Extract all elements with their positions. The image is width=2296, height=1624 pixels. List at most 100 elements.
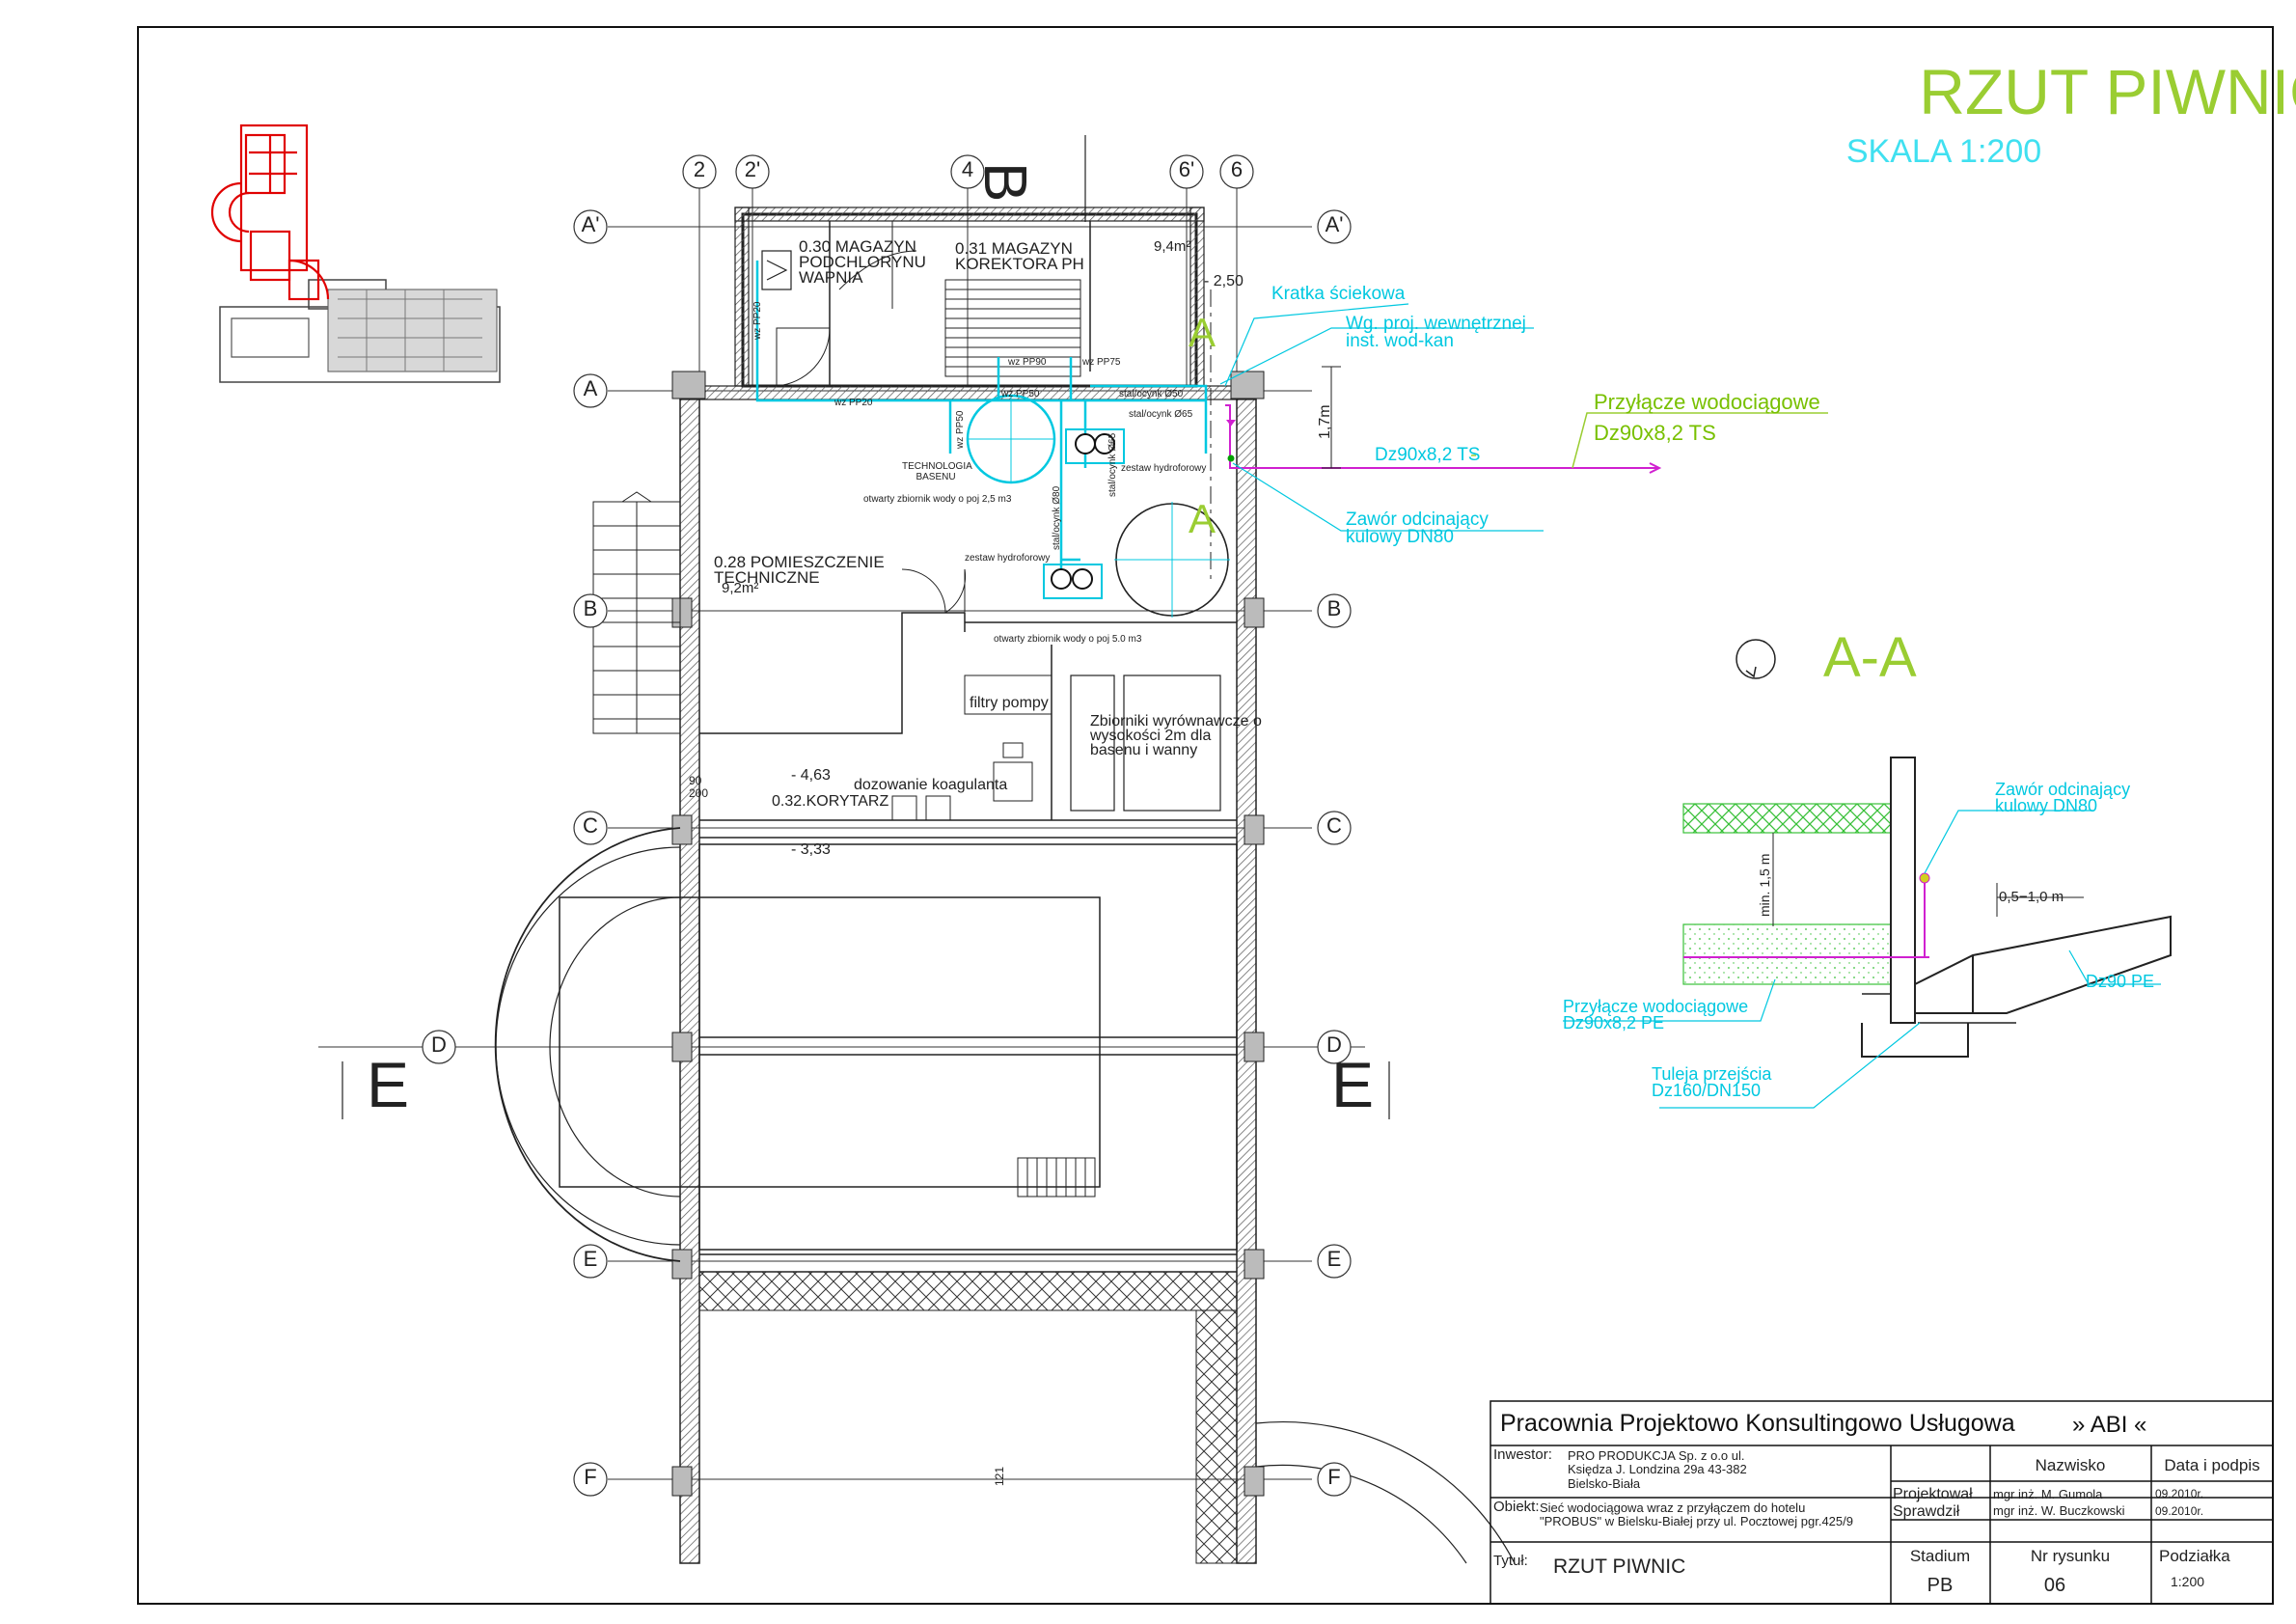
door-dim-200: 200 bbox=[689, 786, 709, 800]
tb-sprawdzil-name: mgr inż. W. Buczkowski bbox=[1993, 1503, 2125, 1518]
axis-label-6: 6 bbox=[1230, 157, 1244, 181]
row-label-b: B bbox=[583, 596, 598, 620]
row-label-c: C bbox=[583, 813, 598, 838]
label-zbiornik-50: otwarty zbiornik wody o poj 5.0 m3 bbox=[994, 634, 1142, 645]
label-technologia-basenu: TECHNOLOGIA BASENU bbox=[902, 461, 972, 482]
label-zbiorniki: Zbiorniki wyrównawcze o wysokości 2m dla… bbox=[1090, 713, 1262, 759]
tb-tytul-label: Tytuł: bbox=[1493, 1553, 1528, 1569]
row-label-right-d: D bbox=[1326, 1032, 1342, 1057]
row-label-right-f: F bbox=[1327, 1465, 1341, 1489]
pipe-stal-50: stal/ocynk Ø50 bbox=[1119, 389, 1184, 399]
tb-projektowal-date: 09.2010r. bbox=[2155, 1487, 2204, 1500]
water-piping bbox=[755, 261, 1230, 618]
axis-label-4: 4 bbox=[961, 157, 974, 181]
pipe-stal-65-horizontal: stal/ocynk Ø65 bbox=[1129, 409, 1193, 420]
axis-label-6p: 6' bbox=[1178, 157, 1195, 181]
sheet-frame bbox=[137, 26, 2274, 1605]
tb-stadium-label: Stadium bbox=[1909, 1547, 1971, 1565]
callout-kratka: Kratka ściekowa bbox=[1271, 284, 1406, 304]
room-030: 0.30 MAGAZYN PODCHLORYNU WAPNIA bbox=[799, 237, 926, 288]
drawing-scale: SKALA 1:200 bbox=[1846, 133, 2041, 170]
row-label-f: F bbox=[584, 1465, 597, 1489]
room-028-name: 0.28 POMIESZCZENIE TECHNICZNE bbox=[714, 553, 885, 588]
section-callout-przylacze: Przyłącze wodociągowe Dz90x8,2 PE bbox=[1563, 997, 1749, 1033]
label-zbiornik-25: otwarty zbiornik wody o poj 2,5 m3 bbox=[863, 494, 1012, 505]
tb-nr: 06 bbox=[2043, 1575, 2066, 1596]
label-zestaw-1: zestaw hydroforowy bbox=[1121, 463, 1207, 474]
pipe-wz-pp75: wz PP75 bbox=[1082, 357, 1121, 368]
row-label-right-c: C bbox=[1326, 813, 1342, 838]
tb-stadium: PB bbox=[1927, 1575, 1954, 1596]
dim-17m: 1,7m bbox=[1317, 404, 1333, 439]
axis-bubbles bbox=[422, 154, 1352, 1497]
room-028-area: 9,2m² bbox=[722, 580, 759, 596]
drawing-title: RZUT PIWNIC bbox=[1919, 56, 2296, 127]
row-label-right-b: B bbox=[1326, 596, 1342, 620]
tb-nr-label: Nr rysunku bbox=[2030, 1547, 2111, 1565]
row-label-a: A bbox=[583, 376, 598, 400]
tb-podzialka: 1:200 bbox=[2171, 1574, 2205, 1589]
section-callout-dz90pe: Dz90 PE bbox=[2086, 972, 2155, 991]
section-aa bbox=[1563, 639, 2172, 1109]
pipe-wz-pp50-horizontal: wz PP50 bbox=[1001, 389, 1040, 399]
door-dim-90: 90 bbox=[689, 774, 702, 787]
tb-projektowal-name: mgr inż. M. Gumola bbox=[1993, 1487, 2103, 1501]
pump-sets bbox=[1043, 428, 1125, 599]
axis-label-2: 2 bbox=[693, 157, 706, 181]
section-marker-b: B bbox=[971, 162, 1038, 203]
pipe-wz-pp20-horizontal: wz PP20 bbox=[834, 398, 873, 408]
row-label-right-e: E bbox=[1326, 1247, 1342, 1271]
room-031-level: - 2,50 bbox=[1204, 273, 1244, 289]
section-marker-e-left: E bbox=[367, 1049, 410, 1120]
label-zestaw-2: zestaw hydroforowy bbox=[965, 553, 1051, 564]
section-cut-a-bottom: A bbox=[1189, 496, 1216, 541]
tb-tytul: RZUT PIWNIC bbox=[1553, 1555, 1686, 1578]
callout-wg-proj: Wg. proj. wewnętrznej inst. wod-kan bbox=[1346, 314, 1526, 352]
callout-przylacze: Przyłącze wodociągowe bbox=[1594, 390, 1820, 414]
tb-sprawdzil: Sprawdził bbox=[1893, 1503, 1960, 1520]
pipe-stal-80: stal/ocynk Ø80 bbox=[1052, 485, 1062, 550]
tb-brand: » ABI « bbox=[2072, 1412, 2147, 1438]
tb-obiekt-label: Obiekt: bbox=[1493, 1499, 1540, 1515]
tb-obiekt: Sieć wodociągowa wraz z przyłączem do ho… bbox=[1540, 1500, 1853, 1529]
title-block-frame bbox=[1490, 1400, 2274, 1605]
room-032: 0.32.KORYTARZ bbox=[772, 793, 889, 810]
room-031-area: 9,4m² bbox=[1154, 238, 1191, 255]
tb-nazwisko-header: Nazwisko bbox=[2035, 1456, 2106, 1474]
level-463: - 4,63 bbox=[791, 767, 831, 784]
tb-inwestor: PRO PRODUKCJA Sp. z o.o ul. Księdza J. L… bbox=[1568, 1448, 1747, 1491]
pipe-wz-pp20-vertical: wz PP20 bbox=[752, 301, 763, 340]
floor-plan bbox=[318, 172, 1516, 1564]
pipe-wz-pp50-vertical: wz PP50 bbox=[955, 410, 966, 449]
tb-podzialka-label: Podziałka bbox=[2159, 1547, 2230, 1565]
tb-projektowal: Projektował bbox=[1893, 1486, 1973, 1502]
tb-data-header: Data i podpis bbox=[2164, 1456, 2260, 1474]
row-label-e: E bbox=[583, 1247, 598, 1271]
label-dz-line: Dz90x8,2 TS bbox=[1375, 445, 1481, 465]
callout-zawor: Zawór odcinający kulowy DN80 bbox=[1346, 509, 1489, 548]
incoming-pipe bbox=[1225, 404, 1662, 474]
section-dim-range: 0,5−1,0 m bbox=[1999, 889, 2064, 905]
tb-sprawdzil-date: 09.2010r. bbox=[2155, 1504, 2204, 1518]
label-filtry: filtry pompy bbox=[970, 695, 1049, 711]
pipe-stal-65-vertical: stal/ocynk Ø65 bbox=[1107, 432, 1118, 497]
dim-121: 121 bbox=[993, 1466, 1006, 1486]
level-333: - 3,33 bbox=[791, 841, 831, 858]
row-label-a-prime: A' bbox=[581, 212, 600, 236]
section-callout-zawor: Zawór odcinający kulowy DN80 bbox=[1995, 780, 2131, 816]
key-plan-highlight bbox=[210, 124, 330, 301]
room-031: 0.31 MAGAZYN KOREKTORA PH bbox=[955, 239, 1084, 274]
section-callout-tuleja: Tuleja przejścia Dz160/DN150 bbox=[1652, 1064, 1772, 1101]
section-marker-e-right: E bbox=[1331, 1049, 1375, 1120]
key-plan bbox=[210, 124, 501, 383]
axis-label-2p: 2' bbox=[744, 157, 761, 181]
row-label-d: D bbox=[431, 1032, 447, 1057]
section-dim-min15: min. 1,5 m bbox=[1757, 853, 1772, 917]
row-label-right-a-prime: A' bbox=[1325, 212, 1344, 236]
section-title-aa: A-A bbox=[1823, 626, 1917, 689]
tb-inwestor-label: Inwestor: bbox=[1493, 1446, 1552, 1463]
label-dozowanie: dozowanie koagulanta bbox=[854, 777, 1008, 793]
section-cut-a-top: A bbox=[1189, 310, 1216, 355]
callout-przylacze-dz: Dz90x8,2 TS bbox=[1594, 421, 1716, 445]
